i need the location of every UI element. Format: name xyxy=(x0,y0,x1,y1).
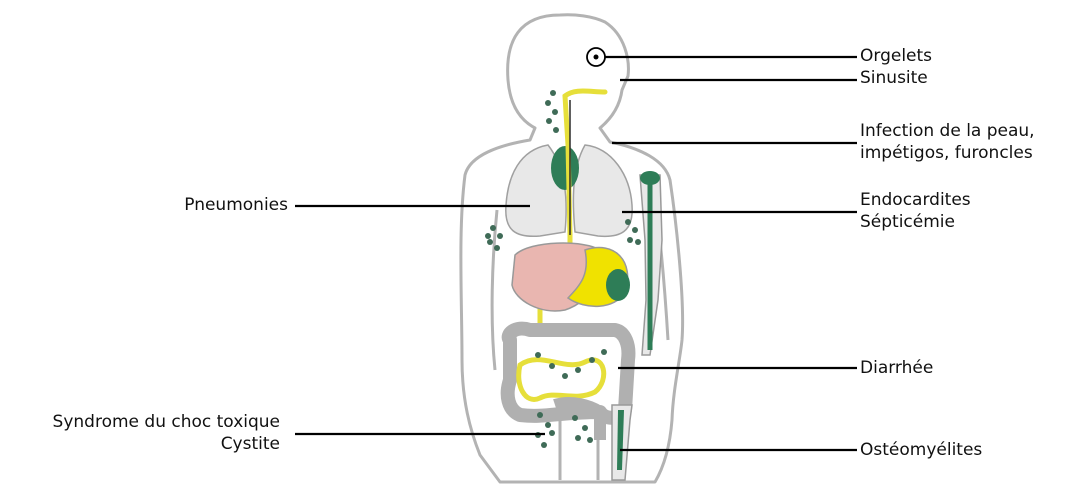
heart xyxy=(551,146,579,190)
label-syndrome: Syndrome du choc toxique Cystite xyxy=(2,411,280,455)
label-osteomyelites: Ostéomyélites xyxy=(860,439,982,461)
label-peau: Infection de la peau, impétigos, furoncl… xyxy=(860,120,1035,164)
arm-bone xyxy=(640,171,662,355)
label-orgelets: Orgelets Sinusite xyxy=(860,45,932,89)
intestines xyxy=(508,329,629,440)
label-sinusite: Sinusite xyxy=(860,67,932,89)
label-endocardites: Endocardites Sépticémie xyxy=(860,189,971,233)
spleen xyxy=(606,269,630,301)
label-diarrhee: Diarrhée xyxy=(860,357,933,379)
hip-bone xyxy=(612,405,632,480)
eye-icon xyxy=(587,48,605,66)
label-pneumonies: Pneumonies xyxy=(120,194,288,216)
label-septicemie: Sépticémie xyxy=(860,211,971,233)
label-cystite: Cystite xyxy=(2,433,280,455)
